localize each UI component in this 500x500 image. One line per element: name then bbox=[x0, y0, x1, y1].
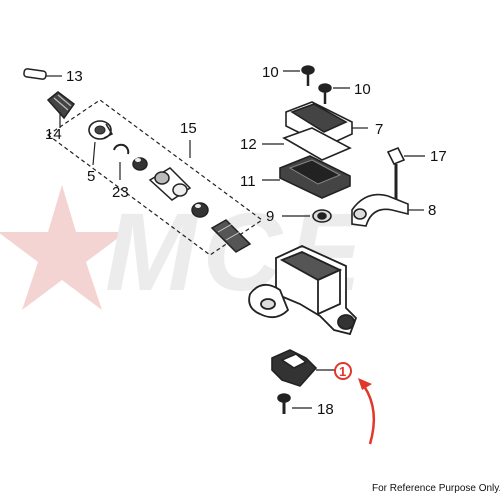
callout-10-b: 10 bbox=[354, 81, 371, 98]
part-13-bolt bbox=[23, 68, 62, 80]
callout-15: 15 bbox=[180, 120, 197, 137]
part-14-boot bbox=[46, 91, 76, 128]
part-11-diaphragm bbox=[262, 155, 351, 199]
kit-outline bbox=[46, 99, 264, 256]
part-18-screw bbox=[277, 393, 312, 414]
part-5-dust-boot bbox=[88, 120, 114, 166]
part-8-holder bbox=[351, 193, 424, 227]
watermark-star bbox=[0, 185, 126, 310]
master-cylinder-body bbox=[248, 245, 358, 336]
callout-1: 1 bbox=[339, 364, 346, 379]
part-23-circlip bbox=[113, 143, 130, 180]
part-17-bolt bbox=[386, 146, 425, 200]
callout-11: 11 bbox=[240, 173, 256, 190]
part-1-switch bbox=[271, 349, 336, 387]
callout-18: 18 bbox=[317, 401, 334, 418]
callout-23: 23 bbox=[112, 184, 129, 201]
highlight-arrow bbox=[362, 385, 376, 445]
callout-12: 12 bbox=[240, 136, 257, 153]
part-9-grommet bbox=[282, 209, 332, 223]
callout-13: 13 bbox=[66, 68, 83, 85]
callout-14: 14 bbox=[45, 126, 62, 143]
part-10-screws bbox=[283, 65, 350, 104]
callout-9: 9 bbox=[266, 208, 274, 225]
callout-5: 5 bbox=[87, 168, 95, 185]
callout-8: 8 bbox=[428, 202, 436, 219]
callout-7: 7 bbox=[375, 121, 383, 138]
callout-17: 17 bbox=[430, 148, 447, 165]
part-7-reservoir-cap bbox=[285, 101, 368, 147]
part-15-piston-set bbox=[132, 157, 252, 253]
highlight-marker bbox=[334, 362, 376, 445]
part-12-plate bbox=[262, 127, 352, 161]
reference-note: For Reference Purpose Only. bbox=[372, 483, 500, 494]
callout-10-a: 10 bbox=[262, 64, 279, 81]
